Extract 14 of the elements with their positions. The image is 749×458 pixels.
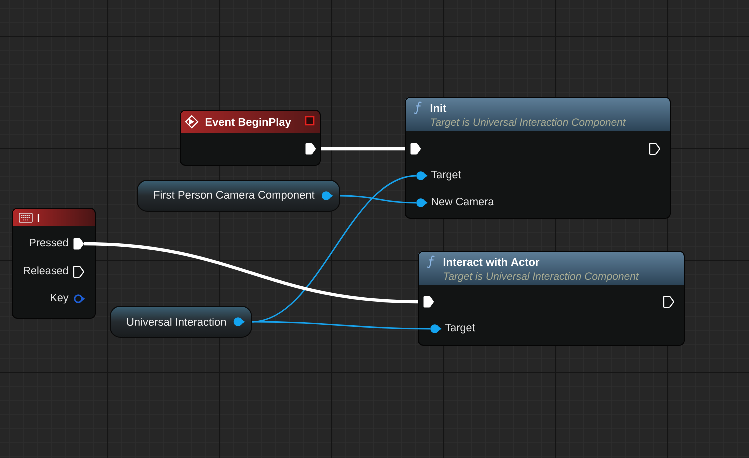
- wire: [340, 195, 417, 204]
- pin-label: Target: [445, 324, 476, 334]
- pin-label: New Camera: [432, 198, 494, 206]
- event-node: Event BeginPlay: [180, 110, 321, 166]
- pin-label: Target: [431, 171, 462, 181]
- wire: [252, 321, 431, 330]
- variable-node: Universal Interaction: [110, 306, 252, 338]
- wire: [252, 175, 417, 323]
- variable-node: First Person Camera Component: [137, 180, 340, 212]
- wire: [321, 147, 405, 151]
- pin-label: Pressed: [30, 238, 68, 247]
- pin-label: Key: [51, 294, 69, 304]
- wire: [84, 242, 418, 304]
- pin-label: Released: [24, 266, 68, 275]
